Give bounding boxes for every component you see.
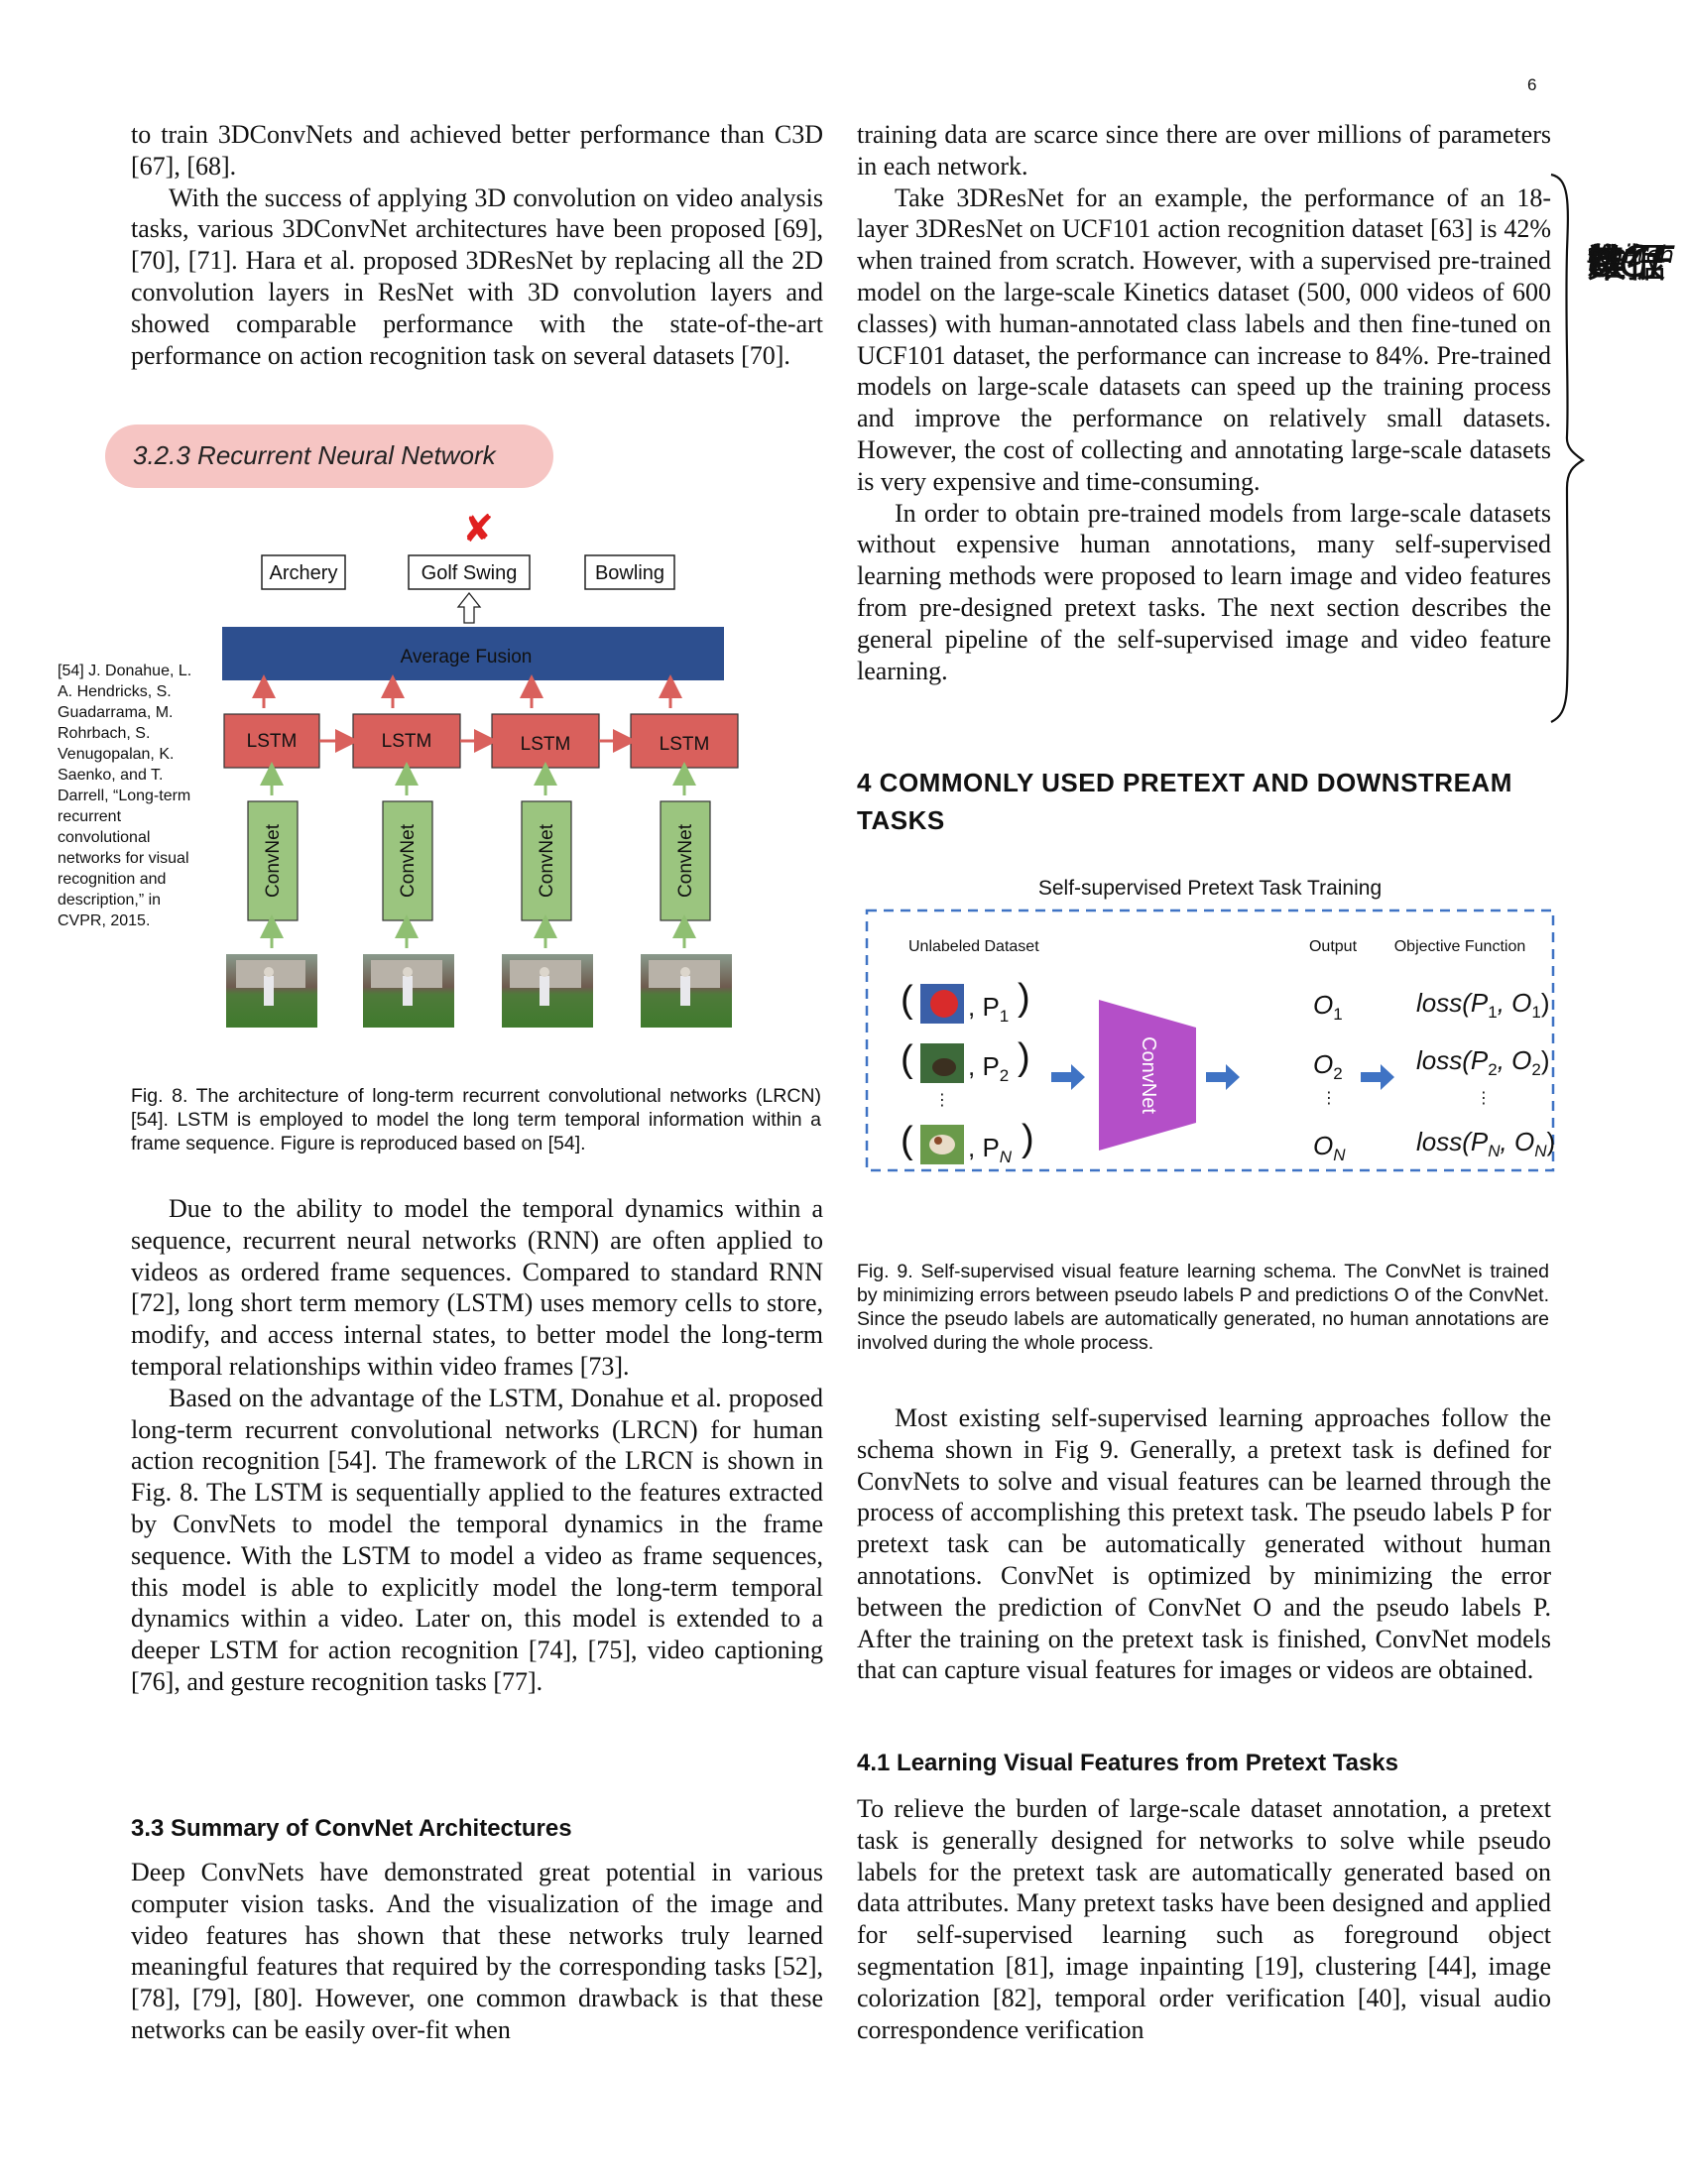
convnet-label: ConvNet (675, 823, 696, 898)
dashed-border (865, 909, 1555, 1172)
figure-8-lrcn-diagram: ✘ Archery Golf Swing Bowling Average Fus… (222, 512, 739, 1028)
column-header-dataset: Unlabeled Dataset (908, 938, 1039, 955)
svg-text:): ) (1018, 977, 1030, 1019)
left-column-bottom: Due to the ability to model the temporal… (131, 1193, 823, 1698)
lstm-box (223, 713, 320, 769)
left-column-final: Deep ConvNets have demonstrated great po… (131, 1857, 823, 2046)
paragraph: Based on the advantage of the LSTM, Dona… (131, 1383, 823, 1696)
handwritten-line: 集很 (1587, 241, 1666, 287)
right-column-mid: Most existing self-supervised learning a… (857, 1402, 1551, 1686)
paragraph: To relieve the burden of large-scale dat… (857, 1794, 1551, 2044)
handwritten-line: scratch (1587, 241, 1675, 269)
svg-text:loss(P1, O1): loss(P1, O1) (1416, 988, 1550, 1022)
right-arrow-icon (1051, 1064, 1085, 1090)
margin-reference-note: [54] J. Donahue, L. A. Hendricks, S. Gua… (58, 663, 192, 929)
svg-text:(: ( (901, 979, 913, 1021)
lstm-box (630, 713, 739, 769)
handwritten-line: train- (1587, 240, 1656, 270)
svg-text:ON: ON (1313, 1131, 1346, 1164)
video-frame-image (226, 954, 317, 1028)
paragraph: In order to obtain pre-trained models fr… (857, 498, 1551, 685)
convnet-box (660, 800, 711, 921)
convnet-label: ConvNet (398, 823, 419, 898)
column-header-output: Output (1309, 938, 1358, 955)
video-frame-image (502, 954, 593, 1028)
paragraph: Due to the ability to model the temporal… (131, 1194, 823, 1381)
paragraph: Deep ConvNets have demonstrated great po… (131, 1858, 823, 2044)
paragraph: Take 3DResNet for an example, the perfor… (857, 182, 1551, 496)
paragraph: to train 3DConvNets and achieved better … (131, 120, 823, 181)
convnet-label: ConvNet (1138, 1036, 1159, 1114)
svg-text:): ) (1022, 1118, 1034, 1159)
svg-text:loss(P2, O2): loss(P2, O2) (1416, 1045, 1550, 1079)
left-column-top: to train 3DConvNets and achieved better … (131, 119, 823, 371)
right-column-final: To relieve the burden of large-scale dat… (857, 1793, 1551, 2045)
subsection-heading-3-2-3: 3.2.3 Recurrent Neural Network (133, 440, 496, 470)
ellipsis-output: ⋮ (1321, 1090, 1337, 1107)
average-fusion-label: Average Fusion (401, 647, 533, 667)
convnet-label: ConvNet (263, 823, 284, 898)
label-bowling: Bowling (595, 562, 664, 584)
handwritten-line: 难 (1587, 241, 1626, 287)
paragraph: Most existing self-supervised learning a… (857, 1403, 1551, 1685)
handwritten-line: 数据 (1587, 241, 1666, 287)
video-frame-image (641, 954, 732, 1028)
figure-9-caption: Fig. 9. Self-supervised visual feature l… (857, 1261, 1549, 1354)
figure-9-title: Self-supervised Pretext Task Training (1038, 877, 1382, 900)
lstm-label: LSTM (382, 731, 432, 752)
svg-text:, PN: , PN (968, 1133, 1013, 1166)
ellipsis-dataset: ⋮ (934, 1092, 950, 1109)
handwritten-brace-icon (1550, 173, 1585, 723)
label-golf-swing: Golf Swing (422, 562, 518, 584)
right-column-top: training data are scarce since there are… (857, 119, 1551, 686)
convnet-label: ConvNet (537, 823, 557, 898)
hollow-up-arrow-icon (456, 591, 482, 624)
svg-text:, P1: , P1 (968, 992, 1009, 1026)
wrong-mark-icon: ✘ (462, 512, 494, 550)
svg-text:loss(PN, ON): loss(PN, ON) (1416, 1127, 1555, 1160)
section-heading-line: TASKS (857, 805, 945, 835)
right-arrow-icon (1361, 1064, 1394, 1090)
lstm-label: LSTM (247, 731, 298, 752)
section-heading-line: 4 COMMONLY USED PRETEXT AND DOWNSTREAM (857, 768, 1512, 797)
convnet-trapezoid (1099, 1000, 1196, 1151)
figure-8-caption: Fig. 8. The architecture of long-term re… (131, 1085, 821, 1154)
subsection-heading-3-3: 3.3 Summary of ConvNet Architectures (131, 1815, 572, 1842)
svg-text:O2: O2 (1313, 1049, 1343, 1083)
video-frame-image (363, 954, 454, 1028)
label-archery: Archery (270, 562, 338, 584)
svg-text:O1: O1 (1313, 990, 1343, 1024)
lstm-label: LSTM (660, 734, 710, 755)
page-number: 6 (1527, 75, 1537, 94)
right-arrow-icon (1206, 1064, 1240, 1090)
average-fusion-box (222, 627, 724, 680)
column-header-objective: Objective Function (1394, 938, 1526, 955)
subsection-heading-4-1: 4.1 Learning Visual Features from Pretex… (857, 1750, 1398, 1776)
handwritten-line: UCF (1587, 237, 1675, 288)
svg-text:, P2: , P2 (968, 1051, 1009, 1085)
ellipsis-objective: ⋮ (1476, 1090, 1492, 1107)
paragraph: training data are scarce since there are… (857, 120, 1551, 181)
section-heading-4: 4 COMMONLY USED PRETEXT AND DOWNSTREAM T… (857, 764, 1551, 839)
handwritten-line: from- (1587, 240, 1657, 270)
svg-text:(: ( (901, 1120, 913, 1161)
svg-text:): ) (1018, 1036, 1030, 1078)
lstm-label: LSTM (521, 734, 571, 755)
convnet-box (247, 800, 299, 921)
highlight-marker (105, 425, 553, 488)
paragraph: With the success of applying 3D convolut… (131, 182, 823, 370)
convnet-box (382, 800, 433, 921)
figure-9-self-supervised-schema: Self-supervised Pretext Task Training Un… (865, 877, 1555, 1172)
svg-text:(: ( (901, 1038, 913, 1080)
